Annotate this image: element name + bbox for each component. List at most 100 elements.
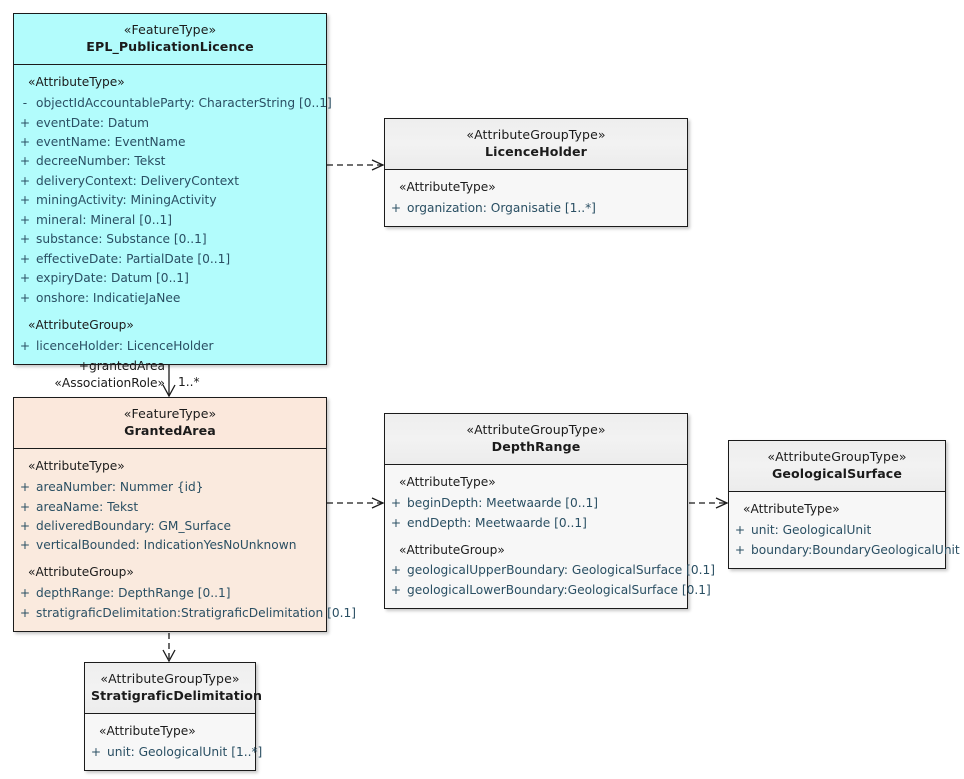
attribute-text: deliveredBoundary: GM_Surface bbox=[36, 519, 231, 534]
attribute-row: + depthRange: DepthRange [0..1] bbox=[14, 584, 326, 603]
attribute-row: - objectIdAccountableParty: CharacterStr… bbox=[14, 94, 332, 113]
section-label-attributetype: «AttributeType» bbox=[99, 724, 196, 739]
attribute-row: + decreeNumber: Tekst bbox=[14, 152, 326, 171]
visibility-marker: + bbox=[19, 232, 31, 247]
attribute-row: + geologicalLowerBoundary:GeologicalSurf… bbox=[385, 580, 711, 599]
visibility-marker: + bbox=[734, 542, 746, 557]
attribute-row: + deliveredBoundary: GM_Surface bbox=[14, 517, 326, 536]
class-stereotype: «FeatureType» bbox=[123, 406, 217, 421]
association-stereotype: «AssociationRole» bbox=[54, 376, 165, 390]
visibility-marker: + bbox=[390, 563, 402, 578]
class-stratigrafic-delimitation[interactable]: «AttributeGroupType» StratigraficDelimit… bbox=[84, 662, 263, 772]
section-label-attributegroup: «AttributeGroup» bbox=[399, 542, 505, 557]
class-header: «FeatureType» GrantedArea bbox=[14, 398, 326, 450]
attribute-text: geologicalLowerBoundary:GeologicalSurfac… bbox=[407, 582, 711, 597]
attribute-row: + unit: GeologicalUnit [1..*] bbox=[85, 743, 262, 762]
attribute-row: + effectiveDate: PartialDate [0..1] bbox=[14, 249, 326, 268]
class-body: «AttributeType» + unit: GeologicalUnit [… bbox=[85, 714, 262, 771]
attribute-row: + areaNumber: Nummer {id} bbox=[14, 478, 326, 497]
visibility-marker: + bbox=[90, 745, 102, 760]
attribute-row: + areaName: Tekst bbox=[14, 497, 326, 516]
class-body: «AttributeType» + beginDepth: Meetwaarde… bbox=[385, 465, 715, 608]
attribute-row: + endDepth: Meetwaarde [0..1] bbox=[385, 513, 687, 532]
attribute-text: eventName: EventName bbox=[36, 135, 186, 150]
attribute-row: + beginDepth: Meetwaarde [0..1] bbox=[385, 494, 687, 513]
class-header: «AttributeGroupType» GeologicalSurface bbox=[729, 441, 945, 493]
section-label-attributegroup: «AttributeGroup» bbox=[28, 317, 134, 332]
visibility-marker: + bbox=[19, 115, 31, 130]
class-stereotype: «FeatureType» bbox=[123, 22, 217, 37]
attribute-text: unit: GeologicalUnit [1..*] bbox=[107, 745, 263, 760]
class-header: «AttributeGroupType» LicenceHolder bbox=[385, 119, 687, 171]
attribute-text: beginDepth: Meetwaarde [0..1] bbox=[407, 496, 599, 511]
class-stereotype: «AttributeGroupType» bbox=[100, 671, 240, 686]
visibility-marker: + bbox=[19, 271, 31, 286]
attribute-text: eventDate: Datum bbox=[36, 115, 150, 130]
class-title: GeologicalSurface bbox=[771, 465, 903, 481]
attribute-row: + expiryDate: Datum [0..1] bbox=[14, 269, 326, 288]
attribute-text: depthRange: DepthRange [0..1] bbox=[36, 586, 231, 601]
class-title: EPL_PublicationLicence bbox=[86, 38, 254, 54]
attribute-text: substance: Substance [0..1] bbox=[36, 232, 207, 247]
class-granted-area[interactable]: «FeatureType» GrantedArea «AttributeType… bbox=[13, 397, 356, 632]
attribute-text: organization: Organisatie [1..*] bbox=[407, 201, 596, 216]
attribute-text: objectIdAccountableParty: CharacterStrin… bbox=[36, 96, 332, 111]
visibility-marker: + bbox=[19, 538, 31, 553]
class-title: LicenceHolder bbox=[485, 143, 587, 159]
class-header: «AttributeGroupType» StratigraficDelimit… bbox=[85, 663, 263, 715]
attribute-row: + organization: Organisatie [1..*] bbox=[385, 199, 687, 218]
attribute-row: + deliveryContext: DeliveryContext bbox=[14, 171, 326, 190]
attribute-text: expiryDate: Datum [0..1] bbox=[36, 271, 189, 286]
attribute-text: boundary:BoundaryGeologicalUnit bbox=[751, 542, 960, 557]
class-stereotype: «AttributeGroupType» bbox=[466, 127, 606, 142]
class-header: «AttributeGroupType» DepthRange bbox=[385, 414, 687, 466]
class-body: «AttributeType» + organization: Organisa… bbox=[385, 170, 687, 227]
attribute-text: geologicalUpperBoundary: GeologicalSurfa… bbox=[407, 563, 716, 578]
section-label-attributetype: «AttributeType» bbox=[28, 75, 125, 90]
section-label-attributetype: «AttributeType» bbox=[743, 502, 840, 517]
class-title: GrantedArea bbox=[124, 422, 216, 438]
class-stereotype: «AttributeGroupType» bbox=[466, 422, 606, 437]
section-label-attributegroup: «AttributeGroup» bbox=[28, 565, 134, 580]
class-body: «AttributeType» + unit: GeologicalUnit +… bbox=[729, 492, 960, 568]
attribute-row: + eventDate: Datum bbox=[14, 113, 326, 132]
class-depth-range[interactable]: «AttributeGroupType» DepthRange «Attribu… bbox=[384, 413, 715, 609]
attribute-text: endDepth: Meetwaarde [0..1] bbox=[407, 515, 587, 530]
attribute-text: effectiveDate: PartialDate [0..1] bbox=[36, 251, 231, 266]
visibility-marker: + bbox=[19, 193, 31, 208]
attribute-text: miningActivity: MiningActivity bbox=[36, 193, 217, 208]
visibility-marker: + bbox=[19, 519, 31, 534]
attribute-row: + licenceHolder: LicenceHolder bbox=[14, 336, 326, 355]
attribute-text: verticalBounded: IndicationYesNoUnknown bbox=[36, 538, 297, 553]
class-body: «AttributeType» + areaNumber: Nummer {id… bbox=[14, 449, 356, 631]
visibility-marker: + bbox=[390, 496, 402, 511]
class-epl-publication-licence[interactable]: «FeatureType» EPL_PublicationLicence «At… bbox=[13, 13, 332, 365]
class-geological-surface[interactable]: «AttributeGroupType» GeologicalSurface «… bbox=[728, 440, 960, 569]
class-title: StratigraficDelimitation bbox=[91, 687, 263, 703]
attribute-row: + stratigraficDelimitation:StratigraficD… bbox=[14, 603, 356, 622]
visibility-marker: + bbox=[19, 605, 31, 620]
attribute-row: + verticalBounded: IndicationYesNoUnknow… bbox=[14, 536, 326, 555]
attribute-text: deliveryContext: DeliveryContext bbox=[36, 173, 239, 188]
class-title: DepthRange bbox=[491, 438, 581, 454]
attribute-row: + mineral: Mineral [0..1] bbox=[14, 210, 326, 229]
section-label-attributetype: «AttributeType» bbox=[28, 459, 125, 474]
visibility-marker: + bbox=[19, 251, 31, 266]
attribute-text: onshore: IndicatieJaNee bbox=[36, 290, 181, 305]
class-licence-holder[interactable]: «AttributeGroupType» LicenceHolder «Attr… bbox=[384, 118, 688, 228]
section-label-attributetype: «AttributeType» bbox=[399, 180, 496, 195]
visibility-marker: + bbox=[19, 212, 31, 227]
class-stereotype: «AttributeGroupType» bbox=[767, 449, 907, 464]
visibility-marker: + bbox=[19, 586, 31, 601]
attribute-row: + geologicalUpperBoundary: GeologicalSur… bbox=[385, 561, 715, 580]
attribute-row: + boundary:BoundaryGeologicalUnit bbox=[729, 540, 960, 559]
attribute-text: licenceHolder: LicenceHolder bbox=[36, 338, 214, 353]
attribute-text: stratigraficDelimitation:StratigraficDel… bbox=[36, 605, 356, 620]
visibility-marker: + bbox=[19, 499, 31, 514]
visibility-marker: + bbox=[19, 290, 31, 305]
visibility-marker: + bbox=[734, 523, 746, 538]
visibility-marker: - bbox=[22, 96, 28, 111]
visibility-marker: + bbox=[19, 135, 31, 150]
class-header: «FeatureType» EPL_PublicationLicence bbox=[14, 14, 326, 66]
